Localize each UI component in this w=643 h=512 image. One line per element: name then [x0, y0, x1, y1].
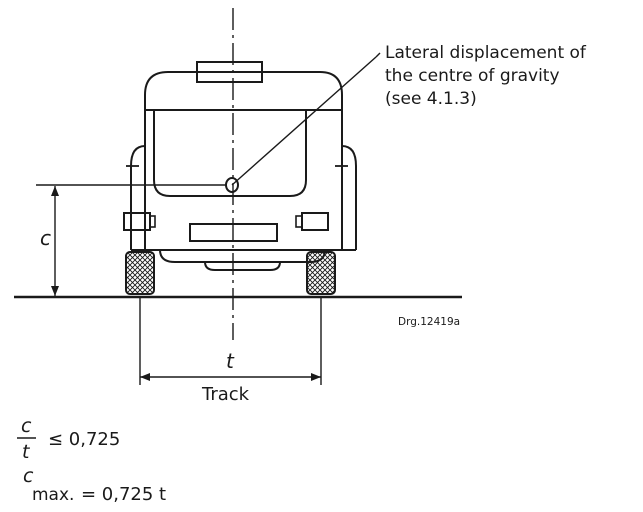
annotation-line-1: Lateral displacement of [385, 43, 587, 63]
roof-marker-light [196, 61, 263, 83]
ratio-numerator: c [21, 415, 32, 437]
cmax-formula: c max. = 0,725 t [23, 465, 166, 505]
c-label: c [40, 226, 51, 250]
right-headlight [301, 212, 329, 231]
t-label: t [226, 349, 235, 373]
cmax-c: c [23, 465, 34, 487]
left-headlight [123, 212, 151, 231]
annotation-line-3: (see 4.1.3) [385, 89, 477, 109]
ratio-formula: c t ≤ 0,725 [17, 415, 120, 463]
c-dimension [51, 186, 59, 296]
drawing-reference: Drg.12419a [398, 316, 460, 328]
track-label: Track [201, 384, 250, 405]
ratio-relation: ≤ 0,725 [48, 429, 120, 450]
annotation-line-2: the centre of gravity [385, 66, 560, 86]
number-plate [189, 223, 278, 242]
track-dimension [140, 373, 321, 381]
bus-front-view [123, 61, 357, 271]
right-wheel [306, 251, 336, 295]
ratio-denominator: t [22, 441, 31, 463]
cmax-subscript: max. [32, 485, 74, 505]
annotation-leader [231, 56, 377, 186]
left-wheel [125, 251, 155, 295]
cmax-rhs: = 0,725 t [81, 484, 166, 505]
